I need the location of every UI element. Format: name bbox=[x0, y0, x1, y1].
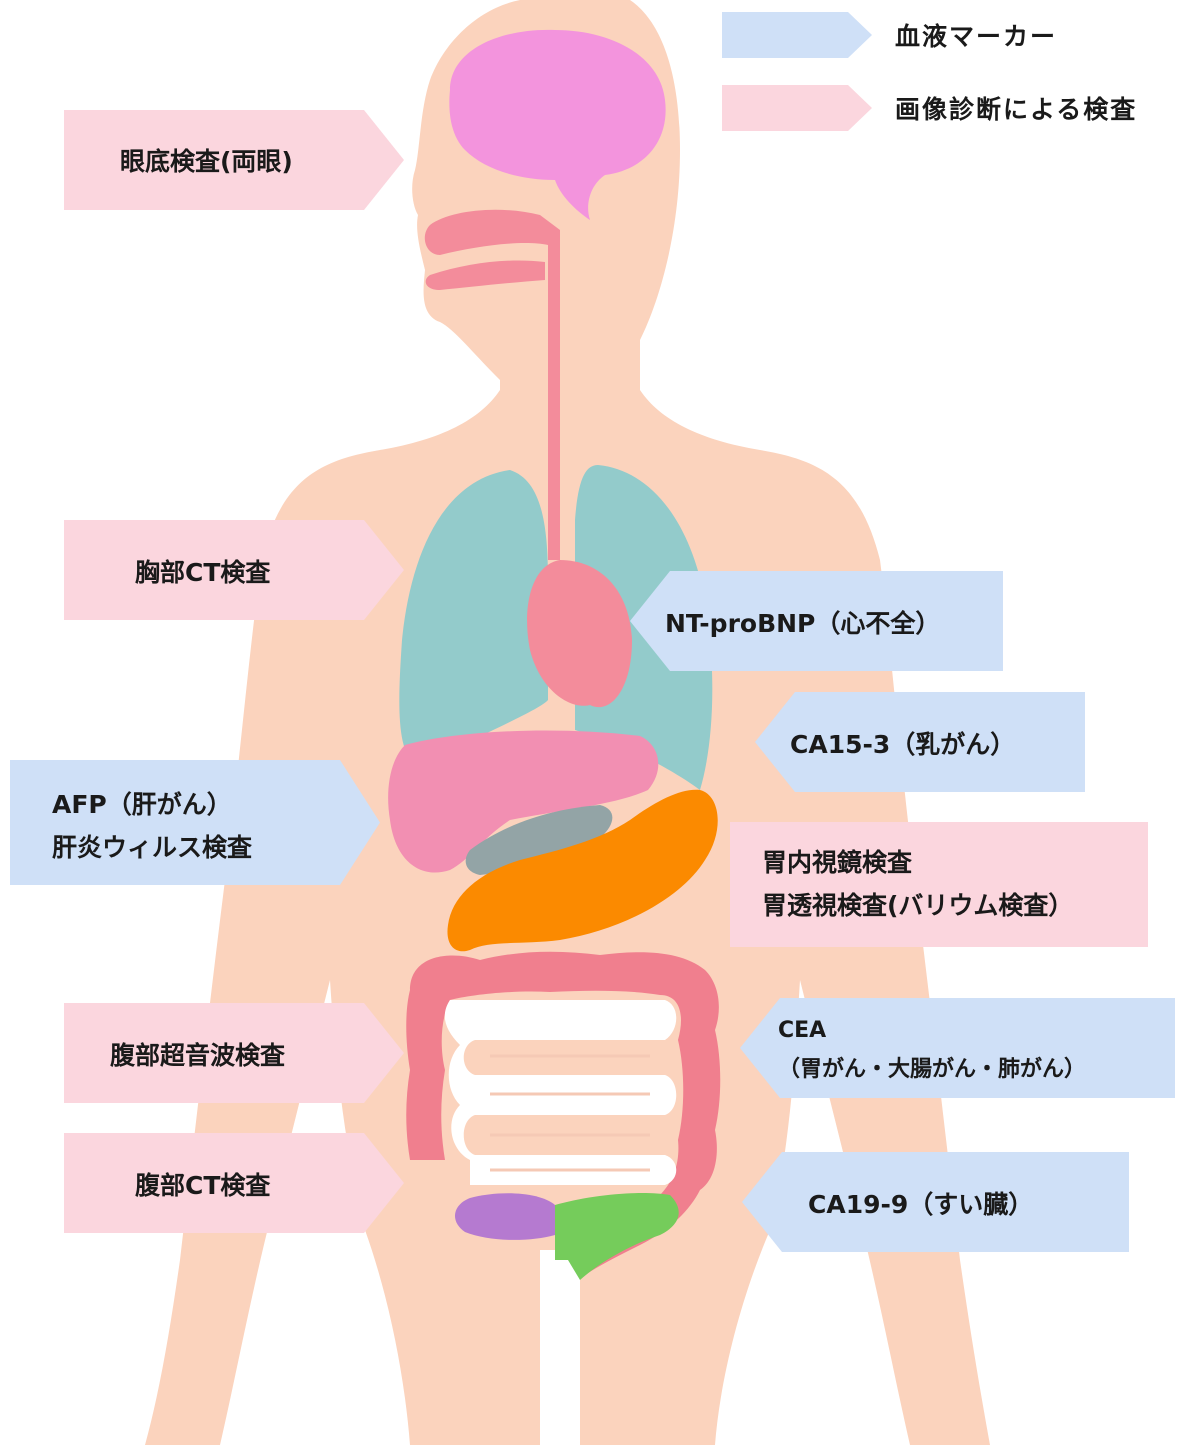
callout-box-gastro bbox=[730, 822, 1148, 947]
callout-text-fundus-line-1: 眼底検査(両眼) bbox=[120, 147, 293, 176]
callout-text-gastro-line-2: 胃透視検査(バリウム検査） bbox=[762, 891, 1073, 920]
callout-fundus: 眼底検査(両眼) bbox=[64, 110, 404, 210]
small-intestine bbox=[445, 1000, 676, 1185]
callout-text-gastro-line-1: 胃内視鏡検査 bbox=[762, 848, 912, 877]
callout-text-ca19-9-line-1: CA19-9（すい臓） bbox=[808, 1190, 1033, 1219]
legend-label-blood-marker: 血液マーカー bbox=[895, 22, 1057, 51]
callout-box-cea bbox=[740, 998, 1175, 1098]
callout-text-cea-line-2: （胃がん・大腸がん・肺がん） bbox=[778, 1056, 1086, 1082]
callout-text-chest-ct-line-1: 胸部CT検査 bbox=[135, 558, 270, 587]
callout-text-afp-line-1: AFP（肝がん） bbox=[52, 790, 232, 819]
callout-ca19-9: CA19-9（すい臓） bbox=[742, 1152, 1129, 1252]
legend-swatch-imaging bbox=[722, 85, 872, 131]
legend: 血液マーカー 画像診断による検査 bbox=[722, 12, 1137, 131]
legend-swatch-blood-marker bbox=[722, 12, 872, 58]
callout-abdominal-ct: 腹部CT検査 bbox=[64, 1133, 404, 1233]
kidney bbox=[455, 1193, 555, 1240]
callout-box-afp bbox=[10, 760, 380, 885]
callout-ca15-3: CA15-3（乳がん） bbox=[755, 692, 1085, 792]
callout-text-nt-probnp-line-1: NT-proBNP（心不全） bbox=[665, 609, 940, 638]
callout-text-cea-line-1: CEA bbox=[778, 1018, 826, 1043]
callout-text-ca15-3-line-1: CA15-3（乳がん） bbox=[790, 730, 1015, 759]
legend-item-imaging: 画像診断による検査 bbox=[722, 85, 1137, 131]
callout-nt-probnp: NT-proBNP（心不全） bbox=[630, 571, 1003, 671]
legend-item-blood-marker: 血液マーカー bbox=[722, 12, 1057, 58]
callout-text-afp-line-2: 肝炎ウィルス検査 bbox=[52, 833, 252, 862]
callout-chest-ct: 胸部CT検査 bbox=[64, 520, 404, 620]
callout-afp: AFP（肝がん） 肝炎ウィルス検査 bbox=[10, 760, 380, 885]
callout-text-abdominal-us-line-1: 腹部超音波検査 bbox=[110, 1041, 285, 1070]
callout-cea: CEA （胃がん・大腸がん・肺がん） bbox=[740, 998, 1175, 1098]
callout-text-abdominal-ct-line-1: 腹部CT検査 bbox=[135, 1171, 270, 1200]
callout-abdominal-us: 腹部超音波検査 bbox=[64, 1003, 404, 1103]
legend-label-imaging: 画像診断による検査 bbox=[895, 95, 1137, 124]
